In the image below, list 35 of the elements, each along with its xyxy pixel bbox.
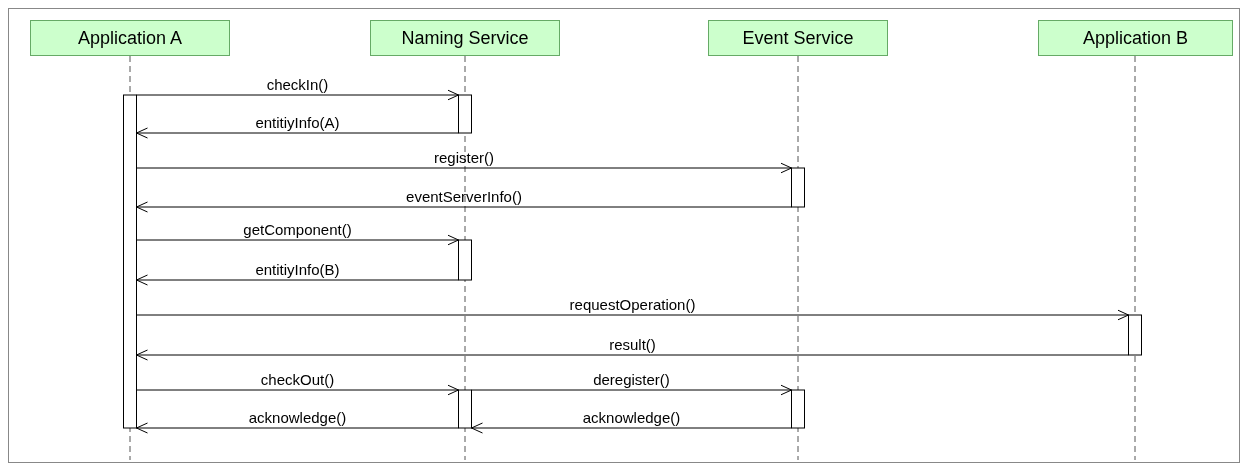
message-arrow xyxy=(136,201,792,213)
message-label: checkOut() xyxy=(260,372,335,388)
message-arrow xyxy=(136,274,459,286)
message-arrow xyxy=(136,127,459,139)
activation-bar xyxy=(458,239,472,281)
activation-bar xyxy=(791,167,805,208)
message-arrow xyxy=(136,384,459,396)
lifeline-head: Application B xyxy=(1038,20,1233,56)
message-arrow xyxy=(136,89,459,101)
activation-bar xyxy=(123,94,137,429)
message-label: requestOperation() xyxy=(569,297,696,313)
message-label: eventServerInfo() xyxy=(406,189,522,205)
message-label: result() xyxy=(609,337,656,353)
message-label: entitiyInfo(B) xyxy=(255,262,340,278)
message-arrow xyxy=(471,384,792,396)
message-label: getComponent() xyxy=(243,222,352,238)
lifeline-head: Event Service xyxy=(708,20,888,56)
activation-bar xyxy=(458,389,472,429)
message-arrow xyxy=(136,422,459,434)
message-label: entitiyInfo(A) xyxy=(255,115,340,131)
message-arrow xyxy=(136,349,1129,361)
message-arrow xyxy=(136,234,459,246)
message-label: acknowledge() xyxy=(248,410,347,426)
message-label: deregister() xyxy=(593,372,670,388)
message-arrow xyxy=(471,422,792,434)
activation-bar xyxy=(458,94,472,134)
message-label: checkIn() xyxy=(266,77,329,93)
activation-bar xyxy=(1128,314,1142,356)
lifeline-head: Naming Service xyxy=(370,20,560,56)
activation-bar xyxy=(791,389,805,429)
message-label: acknowledge() xyxy=(582,410,681,426)
message-arrow xyxy=(136,162,792,174)
message-arrow xyxy=(136,309,1129,321)
lifeline-head: Application A xyxy=(30,20,230,56)
message-label: register() xyxy=(434,150,494,166)
